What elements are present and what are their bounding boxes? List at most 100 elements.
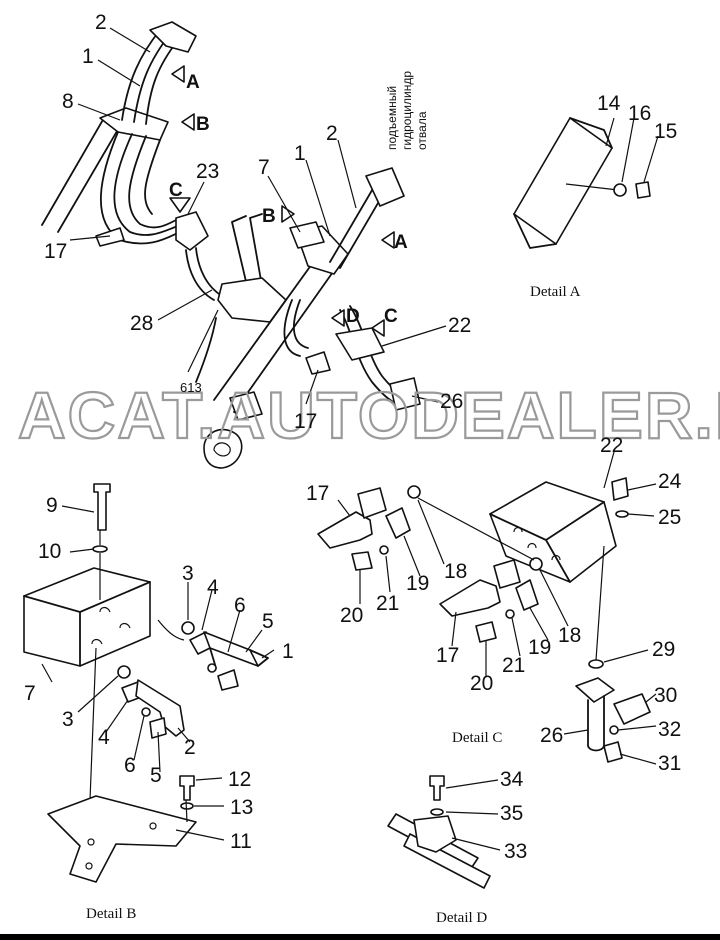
main-leaders [69,27,447,405]
detail-b-extra-lines [157,619,188,823]
detail-a-plate [513,117,613,245]
callout-613: 613 [180,380,202,395]
callout-20-lower: 20 [470,672,493,695]
detail-a-hole-line [565,183,619,191]
cylinder-bottom-eye [203,428,243,469]
callout-29: 29 [652,638,675,661]
callout-2-right: 2 [326,122,338,145]
detail-c-washer-21a [379,545,389,555]
callout-8: 8 [62,90,74,113]
callout-19-upper: 19 [406,572,429,595]
callout-25: 25 [658,506,681,529]
detail-b-plate-holes [85,822,157,870]
callout-19-lower: 19 [528,636,551,659]
view-letter-d-mid: D [346,306,360,327]
russian-label: подъемный гидроцилиндр отвала [385,71,429,150]
callout-24: 24 [658,470,682,493]
arrow-a-top-icon [171,65,185,83]
left-valve-pipes [185,247,223,301]
detail-c-clamp-19b [515,579,539,611]
detail-d-washer-35 [430,808,444,816]
detail-c-leaders [337,451,657,765]
detail-c-clamp-19a [385,507,411,539]
caption-detail-c: Detail C [452,730,502,746]
detail-b-bolt-5b [149,717,167,739]
callout-17-right: 17 [294,410,317,433]
detail-a-plate-edge [513,117,613,249]
detail-c-bracket-22-ports [513,526,561,561]
callouts: 2 1 8 23 17 28 613 7 2 1 22 17 26 14 16 … [24,11,682,863]
detail-c-bolt-20b [475,621,497,643]
callout-32: 32 [658,718,681,741]
callout-13: 13 [230,796,253,819]
detail-b-valve-block [23,567,151,667]
right-cylinder-body [213,249,341,413]
detail-c-centerlines [417,497,605,661]
center-levers [231,213,263,291]
callout-21-upper: 21 [376,592,399,615]
detail-c [317,451,657,765]
callout-34: 34 [500,768,524,791]
cylinder-bottom-clamp [229,391,263,421]
arrow-c-mid-icon [371,319,385,337]
detail-b-washer-13 [180,802,194,810]
arrow-b-mid-icon [281,205,295,223]
cylinder-bottom-eye-hole [213,442,231,457]
view-arrows [169,65,395,337]
view-letter-a-top: A [186,72,200,93]
callout-15: 15 [654,120,677,143]
detail-b-washer-6a [207,663,217,673]
arrow-b-top-icon [181,113,195,131]
center-valve-link [195,317,217,383]
callout-2: 2 [95,11,107,34]
callout-6-lower: 6 [124,754,136,777]
left-valve-block [175,211,209,251]
view-letter-b-top: B [196,114,210,135]
view-letter-a-mid: A [394,232,408,253]
callout-26-detail-c: 26 [540,724,563,747]
right-valve-block [335,327,385,361]
callout-3-lower: 3 [62,708,74,731]
detail-a-leaders [605,117,659,183]
view-letter-b-mid: B [262,206,276,227]
right-hose-clamp [389,377,421,411]
detail-b-plate-11 [47,795,197,883]
russian-label-line-1: подъемный [385,86,399,150]
callout-6-upper: 6 [234,594,246,617]
callout-20-upper: 20 [340,604,363,627]
callout-11: 11 [230,830,252,853]
view-letter-c-mid: C [384,306,398,327]
detail-b-oring-3b [117,665,131,679]
callout-30: 30 [654,684,677,707]
detail-c-oring-29 [588,659,604,669]
callout-2-detail-b: 2 [184,736,196,759]
russian-label-line-3: отвала [415,111,429,150]
right-hose-runs [283,299,411,406]
callout-4-upper: 4 [207,576,219,599]
callout-17: 17 [44,240,67,263]
callout-17-detail-c-lower: 17 [436,644,459,667]
detail-b-washer-6b [141,707,151,717]
caption-detail-b: Detail B [86,906,136,922]
left-cylinder-head [99,107,169,141]
callout-5-lower: 5 [150,764,162,787]
detail-a-washer [613,183,627,197]
detail-c-oring-18b [529,557,543,571]
detail-b [23,483,275,883]
callout-1-detail-b: 1 [282,640,294,663]
russian-label-line-2: гидроцилиндр [400,71,414,150]
detail-b-elbow-1 [203,631,259,667]
detail-c-flange-17b [493,559,521,589]
detail-b-oring-3a [181,621,195,635]
caption-detail-a: Detail A [530,284,581,300]
callout-10: 10 [38,540,61,563]
detail-b-washer-10 [92,545,108,553]
callout-22-detail-c: 22 [600,434,623,457]
detail-c-washer-25 [615,510,629,518]
callout-16: 16 [628,102,651,125]
detail-c-elbow-17b [439,579,501,617]
detail-b-valve-ports [91,606,131,645]
arrow-c-top-icon [169,197,191,213]
detail-d-clamp-33 [413,815,457,853]
